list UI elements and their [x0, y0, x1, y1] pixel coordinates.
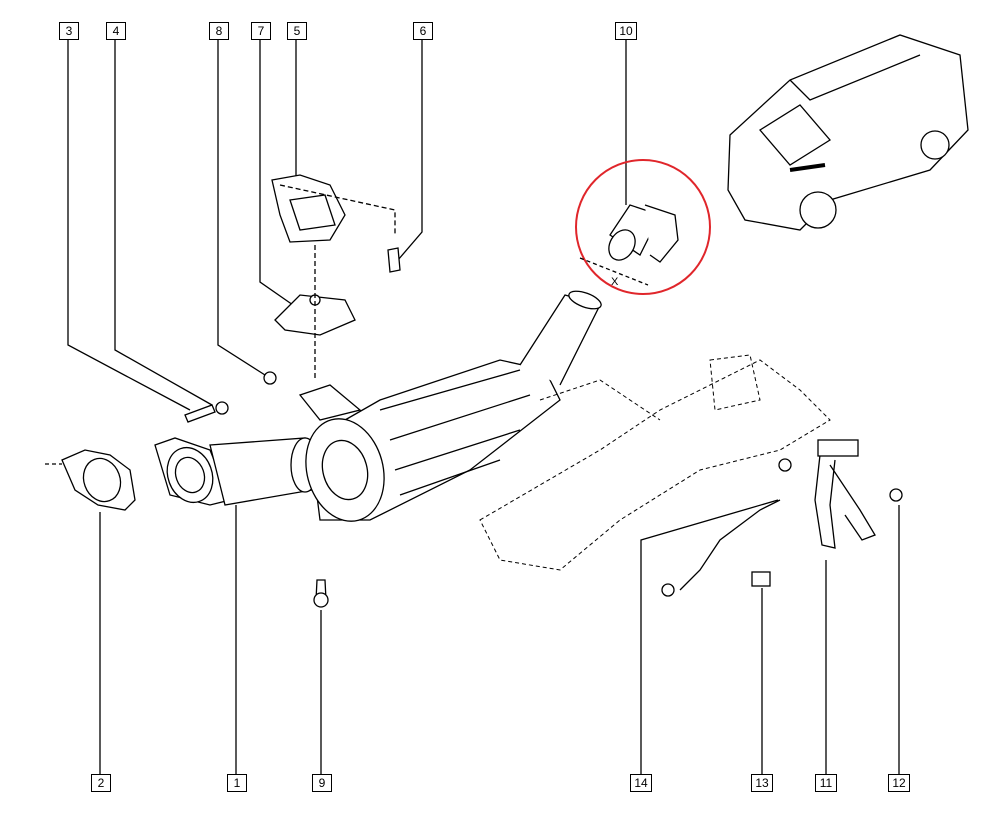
callout-8: 8 [209, 22, 229, 40]
mounting-parts [184, 174, 401, 608]
gasket-part-2 [45, 449, 136, 511]
callout-6: 6 [413, 22, 433, 40]
callout-4: 4 [106, 22, 126, 40]
van-illustration [727, 34, 969, 231]
callout-7: 7 [251, 22, 271, 40]
callout-11: 11 [815, 774, 837, 792]
leader-lines [67, 38, 900, 775]
callout-5: 5 [287, 22, 307, 40]
detail-x-label: X [611, 276, 619, 288]
pressure-sensor-pipes [661, 439, 903, 597]
callout-13: 13 [751, 774, 773, 792]
clamp-detail-highlight [575, 159, 711, 295]
inlet-pipe-part-1 [154, 437, 320, 506]
vehicle-subframe [479, 354, 831, 571]
callout-10: 10 [615, 22, 637, 40]
callout-12: 12 [888, 774, 910, 792]
callout-14: 14 [630, 774, 652, 792]
callout-1: 1 [227, 774, 247, 792]
callout-3: 3 [59, 22, 79, 40]
callout-2: 2 [91, 774, 111, 792]
callout-9: 9 [312, 774, 332, 792]
particulate-filter [298, 290, 602, 522]
